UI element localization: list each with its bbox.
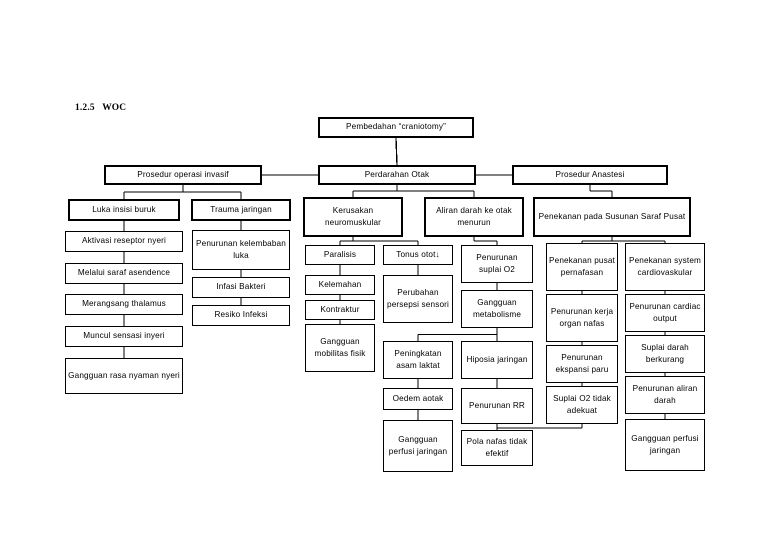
node-label: Melalui saraf asendence: [77, 268, 171, 278]
connector-penekanan-pada-susunan-saraf-pusat-to-penekanan-system-cardiovaskular: [611, 237, 666, 243]
node-aktivasi-reseptor-nyeri: Aktivasi reseptor nyeri: [65, 231, 183, 252]
node-penurunan-suplai-o2: Penurunan suplai O2: [461, 245, 533, 283]
node-label: Penurunan cardiac output: [629, 301, 701, 324]
node-label: Penekanan pada Susunan Saraf Pusat: [538, 211, 686, 221]
node-label: Penekanan system cardiovaskular: [628, 255, 702, 278]
node-label: Trauma jaringan: [210, 204, 272, 214]
connector-gangguan-metabolisme-to-peningkatan-asam-laktat: [417, 328, 498, 341]
node-label: Prosedur Anastesi: [555, 169, 625, 179]
node-oedem-aotak: Oedem aotak: [383, 388, 453, 410]
connector-prosedur-anastesi-to-penekanan-pada-susunan-saraf-pusat: [589, 185, 613, 197]
node-label: Perubahan persepsi sensori: [386, 287, 449, 310]
connector-pembedahan-craniotomy-to-perdarahan-otak: [395, 137, 398, 166]
node-label: Gangguan perfusi jaringan: [388, 434, 448, 457]
node-label: Suplai darah berkurang: [641, 342, 689, 365]
node-label: Perdarahan Otak: [364, 169, 430, 179]
node-label: Pola nafas tidak efektif: [466, 436, 528, 459]
node-label: Muncul sensasi inyeri: [83, 331, 165, 341]
node-label: Penurunan RR: [469, 400, 525, 410]
node-trauma-jaringan: Trauma jaringan: [191, 199, 291, 221]
node-penurunan-kelembaban-luka: Penurunan kelembaban luka: [192, 230, 290, 270]
node-label: Infasi Bakteri: [216, 282, 266, 292]
connector-prosedur-operasi-invasif-to-luka-insisi-buruk: [123, 185, 184, 199]
node-pola-nafas-tidak-efektif: Pola nafas tidak efektif: [461, 430, 533, 466]
node-penekanan-pusat-pernafasan: Penekanan pusat pernafasan: [546, 243, 618, 291]
node-penurunan-ekspansi-paru: Penurunan ekspansi paru: [546, 345, 618, 383]
node-suplai-o2-tidak-adekuat: Suplai O2 tidak adekuat: [546, 386, 618, 424]
node-label: Penurunan ekspansi paru: [555, 352, 609, 375]
node-penurunan-rr: Penurunan RR: [461, 388, 533, 424]
node-peningkatan-asam-laktat: Peningkatan asam laktat: [383, 341, 453, 379]
node-kelemahan: Kelemahan: [305, 275, 375, 295]
node-label: Hiposia jaringan: [466, 354, 528, 364]
node-suplai-darah-berkurang: Suplai darah berkurang: [625, 335, 705, 373]
node-melalui-saraf-asendence: Melalui saraf asendence: [65, 263, 183, 284]
node-perubahan-persepsi-sensori: Perubahan persepsi sensori: [383, 275, 453, 323]
node-label: Prosedur operasi invasif: [137, 169, 229, 179]
node-label: Suplai O2 tidak adekuat: [553, 393, 611, 416]
node-label: Gangguan metabolisme: [472, 297, 522, 320]
node-tonus-otot: Tonus otot↓: [383, 245, 453, 265]
page-title: 1.2.5 WOC: [75, 103, 127, 113]
node-penurunan-kerja-organ-nafas: Penurunan kerja organ nafas: [546, 294, 618, 342]
node-prosedur-operasi-invasif: Prosedur operasi invasif: [104, 165, 262, 185]
node-gangguan-mobilitas-fisik: Gangguan mobilitas fisik: [305, 324, 375, 372]
node-aliran-darah-ke-otak-menurun: Aliran darah ke otak menurun: [424, 197, 524, 237]
connector-prosedur-operasi-invasif-to-trauma-jaringan: [182, 185, 242, 199]
node-gangguan-rasa-nyaman-nyeri: Gangguan rasa nyaman nyeri: [65, 358, 183, 394]
connector-aliran-darah-ke-otak-menurun-to-penurunan-suplai-o2: [473, 237, 498, 245]
node-label: Kontraktur: [320, 304, 360, 314]
node-muncul-sensasi-inyeri: Muncul sensasi inyeri: [65, 326, 183, 347]
node-merangsang-thalamus: Merangsang thalamus: [65, 294, 183, 315]
node-kerusakan-neuromuskular: Kerusakan neuromuskular: [303, 197, 403, 237]
node-label: Penurunan aliran darah: [632, 383, 698, 406]
node-infasi-bakteri: Infasi Bakteri: [192, 277, 290, 298]
node-penekanan-system-cardiovaskular: Penekanan system cardiovaskular: [625, 243, 705, 291]
connector-kerusakan-neuromuskular-to-tonus-otot: [352, 237, 419, 245]
connector-suplai-o2-tidak-adekuat-to-pola-nafas-tidak-efektif: [496, 424, 583, 430]
node-penurunan-aliran-darah: Penurunan aliran darah: [625, 376, 705, 414]
node-luka-insisi-buruk: Luka insisi buruk: [68, 199, 180, 221]
node-label: Kelemahan: [318, 279, 362, 289]
node-label: Resiko Infeksi: [214, 310, 268, 320]
node-perdarahan-otak: Perdarahan Otak: [318, 165, 476, 185]
node-label: Gangguan rasa nyaman nyeri: [68, 370, 180, 380]
node-label: Gangguan mobilitas fisik: [314, 336, 366, 359]
node-label: Penurunan suplai O2: [476, 252, 518, 275]
node-label: Aktivasi reseptor nyeri: [82, 236, 166, 246]
node-gangguan-perfusi-jaringan: Gangguan perfusi jaringan: [383, 420, 453, 472]
node-pembedahan-craniotomy: Pembedahan “craniotomy”: [318, 117, 474, 138]
node-label: Penurunan kerja organ nafas: [550, 306, 614, 329]
node-penurunan-cardiac-output: Penurunan cardiac output: [625, 294, 705, 332]
node-paralisis: Paralisis: [305, 245, 375, 265]
connector-perdarahan-otak-to-kerusakan-neuromuskular: [352, 185, 398, 197]
node-label: Paralisis: [323, 249, 357, 259]
node-resiko-infeksi: Resiko Infeksi: [192, 305, 290, 326]
node-label: Penurunan kelembaban luka: [196, 238, 286, 261]
node-penekanan-pada-susunan-saraf-pusat: Penekanan pada Susunan Saraf Pusat: [533, 197, 691, 237]
node-label: Merangsang thalamus: [82, 299, 166, 309]
node-prosedur-anastesi: Prosedur Anastesi: [512, 165, 668, 185]
connector-kerusakan-neuromuskular-to-paralisis: [339, 237, 354, 245]
node-label: Pembedahan “craniotomy”: [346, 122, 446, 132]
node-label: Gangguan perfusi jaringan: [631, 433, 699, 456]
node-label: Peningkatan asam laktat: [394, 348, 442, 371]
node-label: Tonus otot↓: [396, 249, 440, 259]
node-label: Penekanan pusat pernafasan: [549, 255, 615, 278]
node-label: Oedem aotak: [392, 393, 444, 403]
node-kontraktur: Kontraktur: [305, 300, 375, 320]
node-label: Kerusakan neuromuskular: [324, 205, 382, 228]
connector-perdarahan-otak-to-aliran-darah-ke-otak-menurun: [396, 185, 475, 197]
node-gangguan-perfusi-jaringan: Gangguan perfusi jaringan: [625, 419, 705, 471]
node-label: Luka insisi buruk: [92, 204, 156, 214]
node-label: Aliran darah ke otak menurun: [436, 205, 512, 228]
node-gangguan-metabolisme: Gangguan metabolisme: [461, 290, 533, 328]
node-hiposia-jaringan: Hiposia jaringan: [461, 341, 533, 379]
